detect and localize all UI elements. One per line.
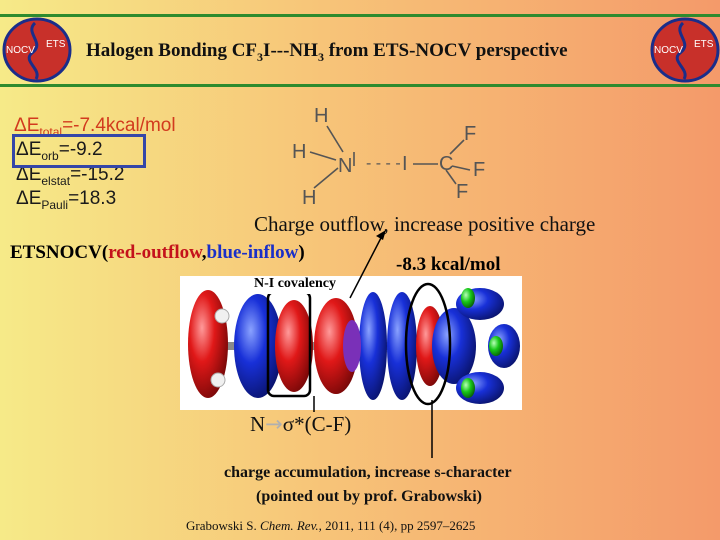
atom-h: H	[292, 141, 306, 163]
molecule-structure: H H H N - - - - I C F F F	[292, 105, 485, 208]
atom-h: H	[302, 187, 316, 208]
halogen-bond-dashes: - - - -	[366, 155, 401, 172]
energy-pauli: ΔEPauli=18.3	[16, 188, 117, 212]
ets-nocv-logo-right: NOCV ETS	[650, 17, 720, 83]
bottom-rule	[0, 84, 720, 87]
grabowski-note: (pointed out by prof. Grabowski)	[256, 488, 482, 505]
hydrogen-atom	[210, 372, 226, 388]
fluorine-atom	[489, 336, 503, 356]
logo-text-ets: ETS	[46, 39, 66, 50]
reference-citation: Grabowski S. Chem. Rev., 2011, 111 (4), …	[186, 518, 476, 533]
blue-lobe	[359, 292, 387, 400]
logo-text-nocv: NOCV	[6, 45, 35, 56]
energy-total: ΔEtotal=-7.4kcal/mol	[14, 115, 176, 139]
iodine-core	[343, 320, 361, 372]
nocv-orbital-plot	[180, 276, 522, 410]
accumulation-ellipse	[404, 282, 452, 406]
energy-orb: ΔEorb=-9.2	[16, 139, 103, 163]
orb-highlight-box	[12, 134, 146, 168]
energy-elstat: ΔEelstat=-15.2	[16, 164, 125, 188]
ni-covalency-label: N-I covalency	[240, 276, 350, 294]
etsnocv-legend: ETSNOCV(red-outflow,blue-inflow)	[10, 242, 305, 263]
hydrogen-atom	[214, 308, 230, 324]
nocv-energy: -8.3 kcal/mol	[396, 254, 501, 275]
atom-f: F	[464, 123, 476, 145]
red-lobe	[314, 298, 358, 394]
blue-lobe	[432, 308, 476, 384]
charge-outflow-label: Charge outflow, increase positive charge	[254, 212, 596, 236]
charge-accumulation-label: charge accumulation, increase s-characte…	[224, 464, 512, 481]
n-sigma-star-label: N→σ*(C-F)	[250, 412, 352, 436]
outflow-arrow	[349, 235, 383, 299]
outflow-arrowhead	[376, 230, 386, 240]
atom-f: F	[456, 181, 468, 203]
slide-title: Halogen Bonding CF3I---NH3 from ETS-NOCV…	[86, 40, 568, 64]
red-lobe	[275, 300, 313, 392]
atom-h: H	[314, 105, 328, 127]
atom-n: N	[338, 155, 352, 177]
atom-i: I	[402, 153, 408, 175]
atom-f: F	[473, 159, 485, 181]
top-rule	[0, 14, 720, 17]
blue-lobe	[488, 324, 520, 368]
ets-nocv-logo-left: NOCV ETS	[2, 17, 72, 83]
fluorine-atom	[461, 288, 475, 308]
logo-text-nocv: NOCV	[654, 45, 683, 56]
blue-lobe	[234, 294, 282, 398]
atom-c: C	[439, 153, 453, 175]
fluorine-atom	[461, 378, 475, 398]
logo-text-ets: ETS	[694, 39, 714, 50]
